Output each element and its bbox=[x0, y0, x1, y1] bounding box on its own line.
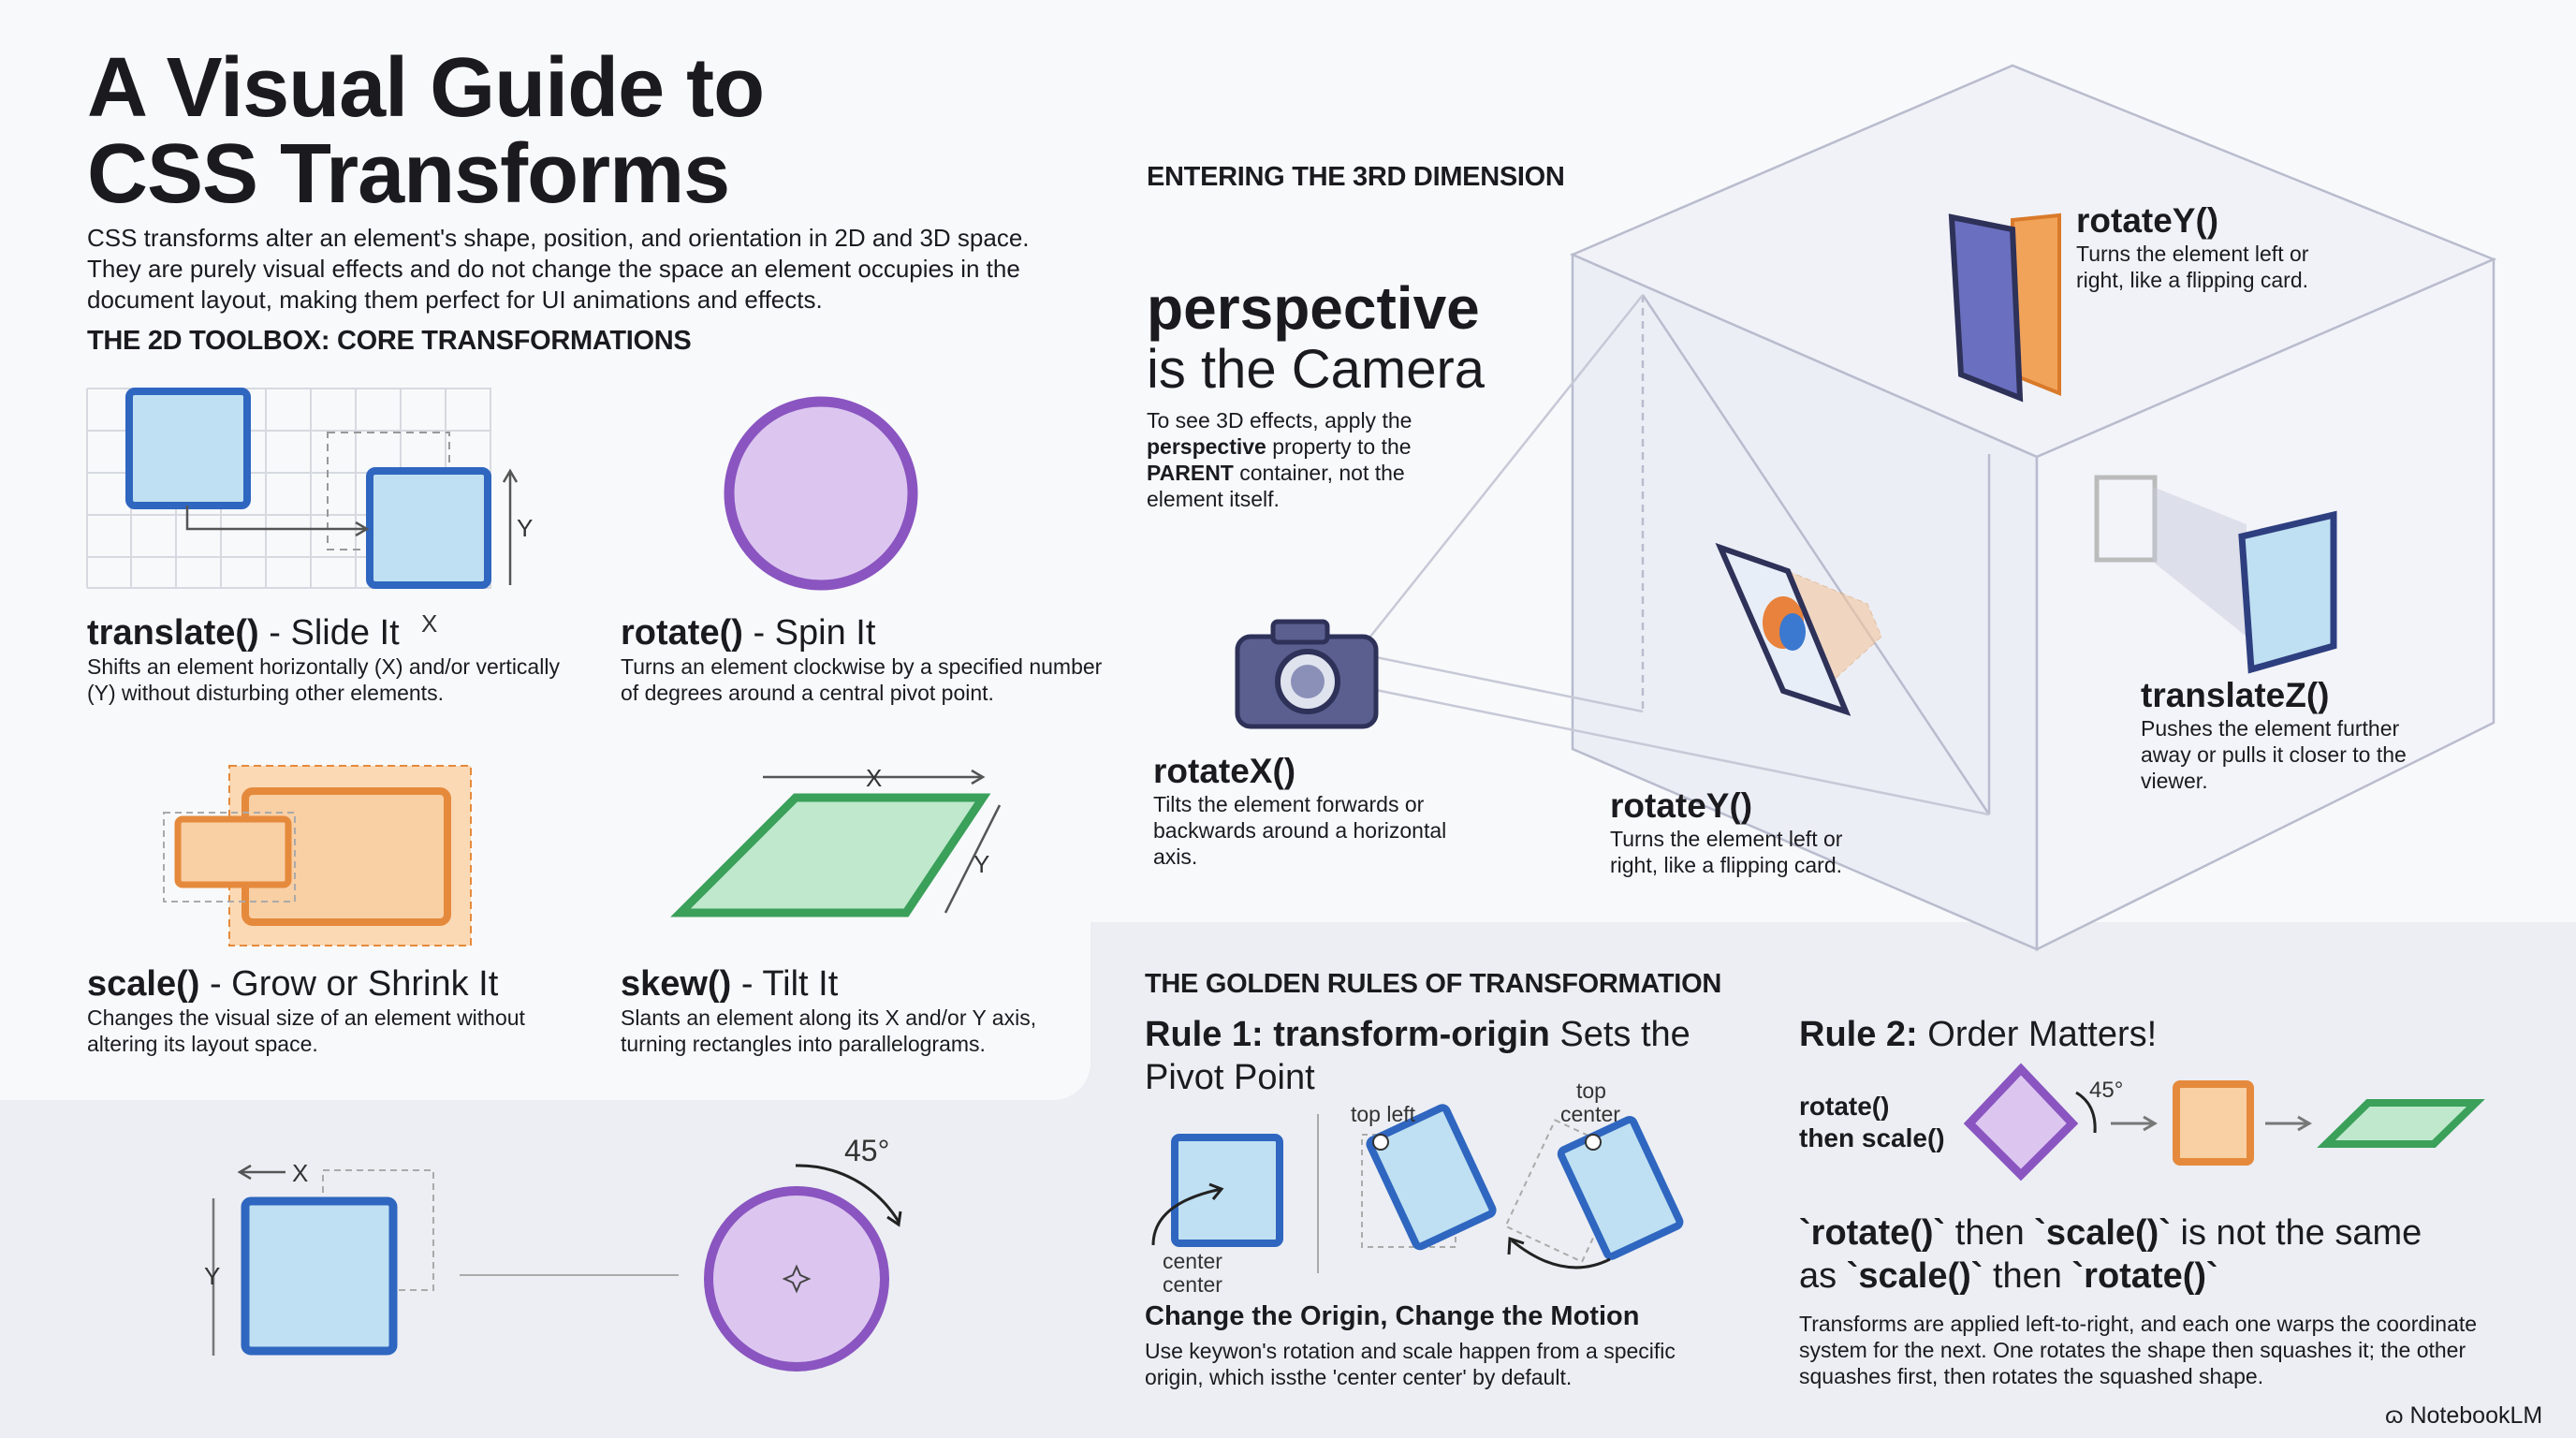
perspective-title: perspective is the Camera bbox=[1147, 274, 1486, 400]
perspective-desc: To see 3D effects, apply the perspective… bbox=[1147, 408, 1412, 511]
tool-skew: skew() - Tilt It Slants an element along… bbox=[621, 964, 1037, 1056]
origin-label-center-2: center bbox=[1163, 1272, 1222, 1297]
rule2-title: Rule 2: Order Matters! bbox=[1799, 1015, 2158, 1054]
notebooklm-icon: ɷ bbox=[2385, 1402, 2410, 1429]
x-axis-label: X bbox=[421, 609, 437, 638]
rule2-statement: `rotate()` then `scale()` is not the sam… bbox=[1799, 1213, 2422, 1296]
3d-heading: ENTERING THE 3RD DIMENSION bbox=[1147, 162, 1565, 192]
intro-text: CSS transforms alter an element's shape,… bbox=[87, 224, 1030, 314]
label-translatez: translateZ()Pushes the element further a… bbox=[2141, 676, 2407, 793]
tool-scale: scale() - Grow or Shrink It Changes the … bbox=[87, 964, 525, 1056]
rule1-title: Rule 1: transform-origin Sets the Pivot … bbox=[1145, 1015, 1690, 1097]
translatez-card bbox=[2094, 475, 2337, 674]
y-axis-label: Y bbox=[517, 514, 533, 542]
origin-topleft-diagram: top left bbox=[1351, 1102, 1497, 1251]
tool-rotate: rotate() - Spin It Turns an element cloc… bbox=[621, 613, 1103, 705]
brand-logo: ɷ NotebookLM bbox=[2385, 1402, 2543, 1429]
toolbox-heading: THE 2D TOOLBOX: CORE TRANSFORMATIONS bbox=[87, 326, 692, 356]
order-angle-label: 45° bbox=[2089, 1078, 2123, 1103]
origin-label-center: center bbox=[1163, 1249, 1222, 1273]
tool-translate: translate() - Slide It Shifts an element… bbox=[87, 613, 560, 705]
rotate-circle bbox=[724, 396, 918, 591]
origin-topcenter-diagram: top center bbox=[1504, 1078, 1684, 1269]
origin-label-top: top bbox=[1576, 1078, 1606, 1103]
label-rotatex: rotateX()Tilts the element forwards or b… bbox=[1153, 752, 1447, 869]
rotatey-card bbox=[1948, 213, 2061, 403]
rules-heading: THE GOLDEN RULES OF TRANSFORMATION bbox=[1145, 969, 1721, 999]
skew-diagram: X Y bbox=[670, 764, 1002, 917]
bottom-y-label: Y bbox=[204, 1262, 220, 1290]
left-panel bbox=[0, 0, 1090, 1100]
origin-label-top-left: top left bbox=[1351, 1102, 1416, 1126]
camera-icon bbox=[1235, 619, 1379, 729]
translate-diagram: Y X bbox=[86, 388, 533, 638]
scale-diagram bbox=[163, 765, 472, 946]
bottom-x-label: X bbox=[292, 1159, 308, 1187]
rule2-desc: Transforms are applied left-to-right, an… bbox=[1799, 1312, 2478, 1388]
rule1-sub: Change the Origin, Change the Motion Use… bbox=[1145, 1301, 1676, 1389]
label-rotatey-top: rotateY()Turns the element left or right… bbox=[2076, 201, 2309, 292]
bottom-translate-diagram: X Y bbox=[204, 1159, 679, 1356]
rules-panel bbox=[1090, 922, 2576, 1438]
skew-x-label: X bbox=[866, 764, 882, 792]
origin-label-top-center: center bbox=[1560, 1102, 1620, 1126]
origin-center-diagram: center center bbox=[1151, 1114, 1319, 1297]
rule2-sequence: rotate()then scale() bbox=[1799, 1092, 1945, 1152]
angle-label: 45° bbox=[844, 1134, 889, 1167]
skew-y-label: Y bbox=[973, 850, 989, 878]
order-diagram: 45° bbox=[1963, 1063, 2485, 1181]
label-rotatey-bottom: rotateY()Turns the element left or right… bbox=[1610, 786, 1843, 877]
bottom-rotate-diagram: 45° bbox=[704, 1134, 902, 1372]
3d-box bbox=[1366, 64, 2497, 952]
rotatex-card bbox=[1715, 542, 1882, 716]
